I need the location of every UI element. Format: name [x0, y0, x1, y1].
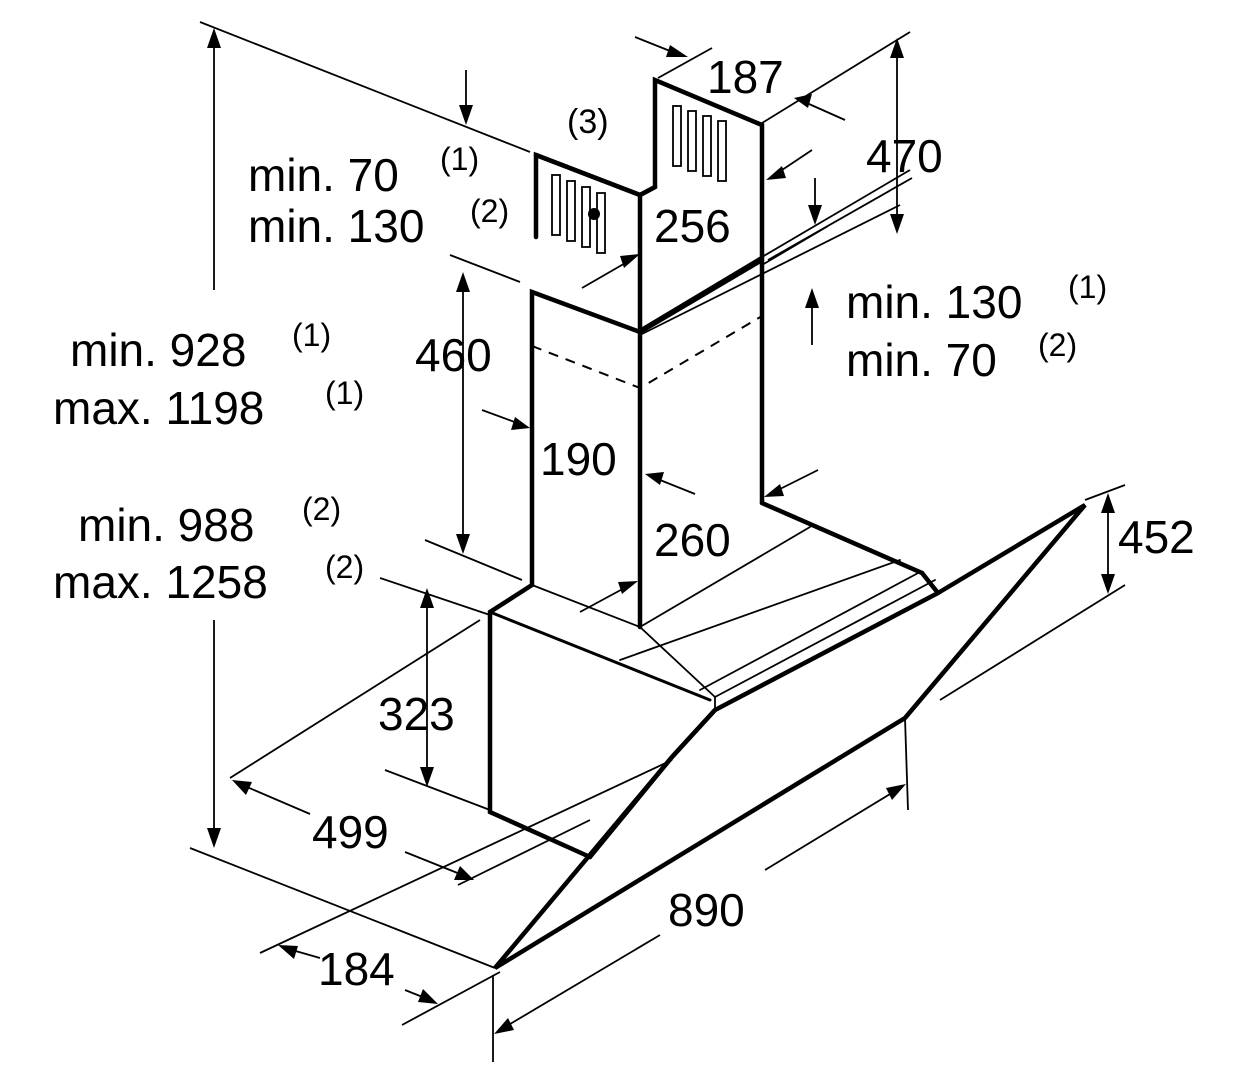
label-right-min130-sup: (1): [1068, 269, 1107, 305]
vent-slots-right: [672, 105, 727, 182]
label-min988: min. 988: [78, 499, 254, 551]
dimension-lines: [207, 28, 1115, 1034]
hood-body: [487, 500, 1087, 970]
label-right-min130: min. 130: [846, 276, 1022, 328]
label-right-min70: min. 70: [846, 334, 997, 386]
lower-chimney: [529, 256, 765, 630]
label-184: 184: [318, 943, 395, 995]
extension-lines: [189, 21, 1126, 1062]
label-323: 323: [378, 688, 455, 740]
label-max1258: max. 1258: [53, 556, 268, 608]
label-max1198-sup: (1): [325, 375, 364, 411]
label-min928: min. 928: [70, 324, 246, 376]
label-470: 470: [866, 130, 943, 182]
label-190: 190: [540, 433, 617, 485]
label-452: 452: [1118, 511, 1195, 563]
label-max1198: max. 1198: [53, 382, 264, 434]
label-499: 499: [312, 806, 389, 858]
label-min928-sup: (1): [292, 317, 331, 353]
label-top-min70: min. 70: [248, 149, 399, 201]
label-460: 460: [415, 329, 492, 381]
label-top-min130-sup: (2): [470, 193, 509, 229]
vent-slots-left: [551, 174, 606, 254]
dimension-labels: 187 470 256 (3) min. 70 (1) min. 130 (2)…: [53, 51, 1195, 995]
label-top-min130: min. 130: [248, 200, 424, 252]
label-min988-sup: (2): [302, 491, 341, 527]
label-top-min70-sup: (1): [440, 141, 479, 177]
label-max1258-sup: (2): [325, 549, 364, 585]
label-187: 187: [707, 51, 784, 103]
label-right-min70-sup: (2): [1038, 327, 1077, 363]
label-890: 890: [668, 884, 745, 936]
fixing-point-dot: [588, 208, 600, 220]
label-note-3: (3): [567, 103, 609, 141]
label-260: 260: [654, 514, 731, 566]
label-256: 256: [654, 200, 731, 252]
